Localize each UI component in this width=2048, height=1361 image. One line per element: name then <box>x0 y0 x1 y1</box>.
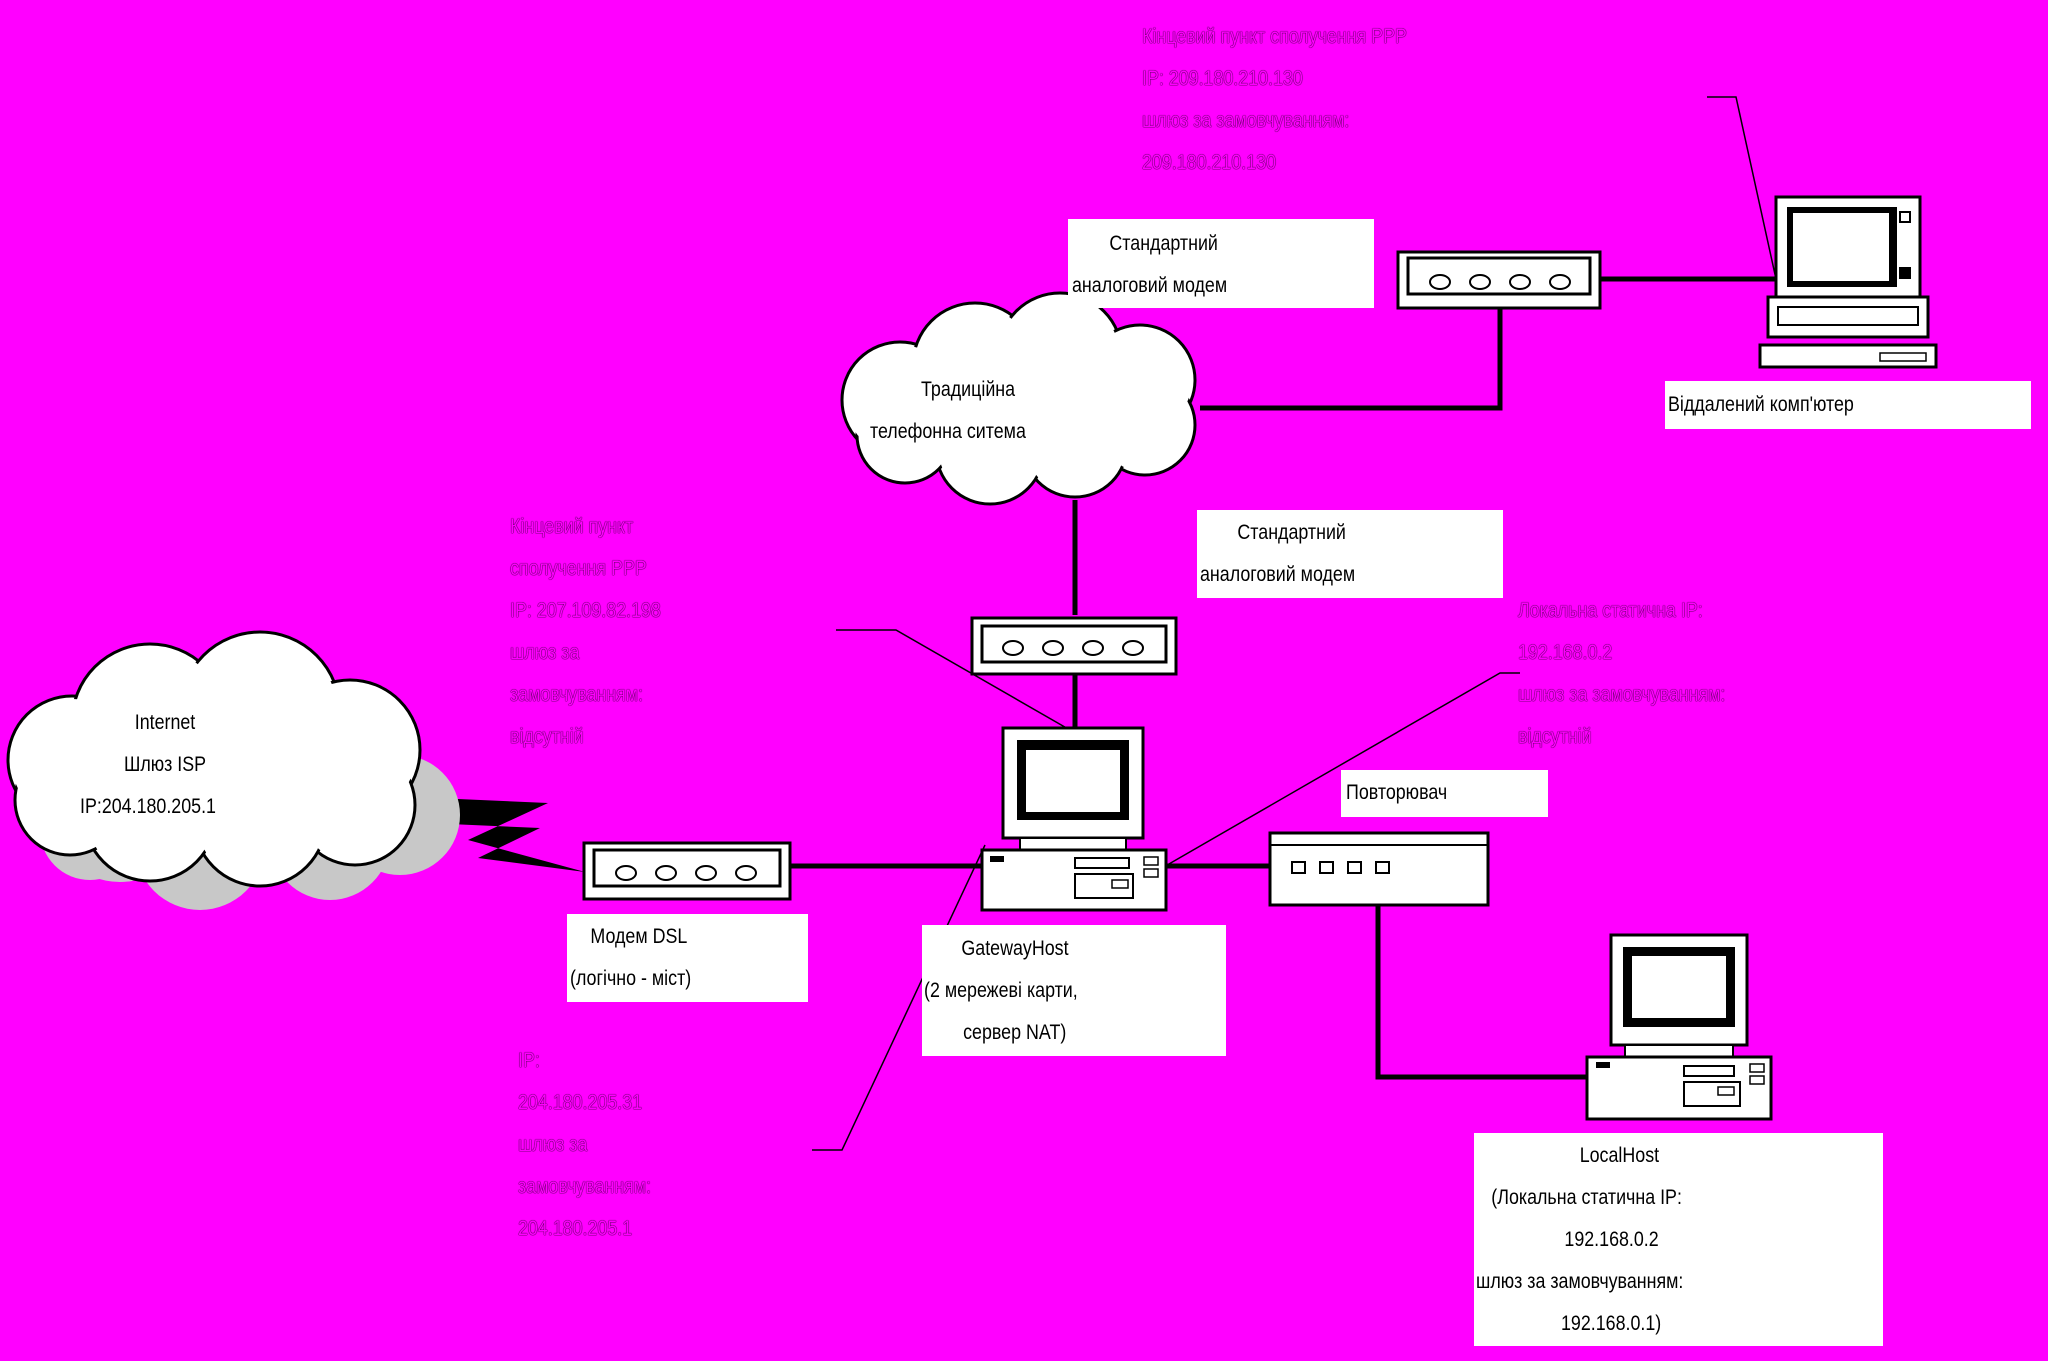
gateway-computer-icon <box>980 726 1168 912</box>
gateway-label: GatewayHost(2 мережеві карти,сервер NAT) <box>924 937 1078 1044</box>
local-static-callout <box>1161 672 1520 869</box>
dsl-label: Модем DSL(логічно - міст) <box>570 925 692 990</box>
repeater-box <box>1341 770 1548 817</box>
modem-mid-icon <box>970 616 1178 676</box>
dsl-modem-icon <box>582 841 792 901</box>
modem-top-icon <box>1396 250 1602 310</box>
localhost-computer-icon <box>1585 933 1773 1121</box>
repeater-icon <box>1268 831 1490 907</box>
localhost-label: LocalHost (Локальна статична IP: 192.168… <box>1476 1144 1684 1335</box>
remote-computer-label: Віддалений комп'ютер <box>1668 393 1854 416</box>
localhost-box <box>1474 1133 1883 1346</box>
phone-top-link <box>1200 308 1503 411</box>
remote-computer-box <box>1665 381 2031 429</box>
repeater-localhost-link <box>1375 905 1587 1080</box>
ppp-local-callout <box>836 629 1071 731</box>
phone-cloud-icon <box>840 291 1197 506</box>
internet-cloud-icon <box>6 630 460 910</box>
modem-mid-box <box>1197 510 1503 598</box>
remote-laptop-icon <box>1758 195 1938 369</box>
modem-top-box <box>1068 219 1374 308</box>
repeater-label: Повторювач <box>1346 781 1448 804</box>
gateway-box <box>922 925 1226 1056</box>
ppp-remote-callout <box>1707 96 1777 280</box>
connection-lines <box>790 276 1776 1080</box>
dsl-box <box>567 914 808 1002</box>
